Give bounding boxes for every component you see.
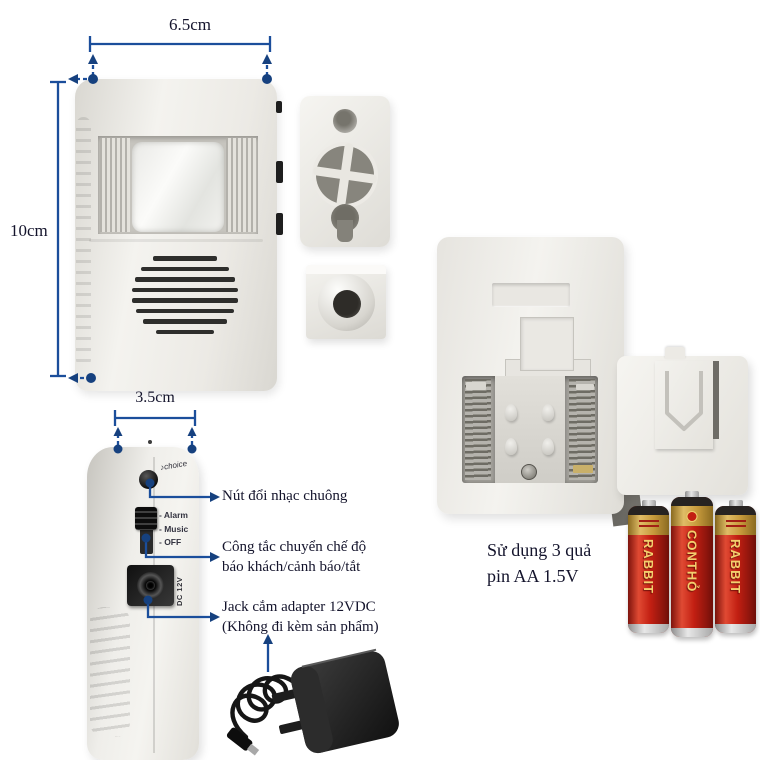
callout-mode-line2: báo khách/cảnh báo/tắt xyxy=(222,558,361,575)
top-hole xyxy=(148,440,152,444)
back-label-recess xyxy=(492,283,570,307)
dc-12v-label: DC 12V xyxy=(175,576,184,606)
ball-joint-mount xyxy=(306,265,386,339)
front-view-device xyxy=(75,79,283,391)
switch-label-alarm: - Alarm xyxy=(159,510,188,520)
battery-note-line1: Sử dụng 3 quả xyxy=(487,540,592,560)
cover-arrow-plate xyxy=(655,361,713,449)
plate-bump xyxy=(505,438,517,455)
side-button-top xyxy=(276,101,282,113)
cover-arrow-icon xyxy=(665,371,703,431)
dimension-height-front: 10cm xyxy=(10,221,48,240)
callout-ringtone: Nút đổi nhạc chuông xyxy=(222,488,348,504)
battery-contact-tab xyxy=(466,382,486,390)
pir-ribs-left xyxy=(100,138,130,232)
pir-ribs-right xyxy=(226,138,256,232)
compartment-screw xyxy=(521,464,537,480)
adapter-cord xyxy=(230,674,301,740)
jack-ring xyxy=(137,572,164,599)
side-grip-ribs xyxy=(90,607,130,737)
bracket-ball-socket xyxy=(312,142,378,208)
pir-sensor-window xyxy=(98,136,258,234)
pir-lens xyxy=(132,142,224,232)
battery-middle: CONTHỎ xyxy=(671,491,713,637)
battery-brand-text: RABBIT xyxy=(641,539,656,595)
speaker-grille xyxy=(130,256,240,334)
wall-bracket-plate xyxy=(300,96,390,247)
plate-bump xyxy=(542,438,554,455)
battery-contact-gold xyxy=(573,465,593,473)
mode-switch-knob xyxy=(135,507,157,530)
jack-pin-hole xyxy=(146,581,155,590)
battery-note-line2: pin AA 1.5V xyxy=(487,566,579,587)
panel-groove xyxy=(89,239,263,242)
side-view-device: ♪choice - Alarm - Music - OFF DC 12V xyxy=(87,440,199,760)
front-side-ribs xyxy=(76,117,91,367)
switch-label-off: - OFF xyxy=(159,537,182,547)
callout-jack-line2: (Không đi kèm sản phẩm) xyxy=(222,618,379,635)
mode-switch-labels: - Alarm - Music - OFF xyxy=(159,510,188,547)
bracket-screw-hole xyxy=(333,109,357,133)
battery-spring-left xyxy=(465,379,491,480)
switch-label-music: - Music xyxy=(159,523,189,534)
adapter-prong xyxy=(278,720,306,734)
battery-brand-text: CONTHỎ xyxy=(684,530,700,593)
ball-joint-socket-hole xyxy=(333,290,361,318)
battery-right: RABBIT xyxy=(715,500,756,633)
ball-mount-top-edge xyxy=(306,265,386,274)
side-button-bottom xyxy=(276,213,283,235)
adapter-dc-plug xyxy=(226,727,260,756)
battery-cover xyxy=(617,347,748,495)
battery-left: RABBIT xyxy=(628,500,669,633)
callout-jack-line1: Jack cắm adapter 12VDC xyxy=(222,599,376,615)
battery-brand-text: RABBIT xyxy=(728,539,743,595)
callout-mode-switch: Công tắc chuyển chế độ báo khách/cảnh bá… xyxy=(222,538,366,578)
battery-cap xyxy=(641,500,656,508)
battery-cap xyxy=(685,491,699,499)
cover-latch-tab xyxy=(665,347,685,359)
side-button-middle xyxy=(276,161,283,183)
back-view-device xyxy=(437,237,624,514)
adapter-prong xyxy=(271,688,299,703)
battery-compartment xyxy=(462,376,598,483)
bracket-keyhole-slot xyxy=(337,220,353,242)
aa-batteries: RABBIT CONTHỎ RABBIT xyxy=(627,491,758,639)
callout-mode-line1: Công tắc chuyển chế độ xyxy=(222,539,367,555)
battery-contact-tab xyxy=(576,384,594,390)
plate-bump xyxy=(542,404,554,421)
battery-cap xyxy=(728,500,743,508)
battery-contact-right xyxy=(569,379,595,480)
cover-plate-shadow xyxy=(713,361,719,439)
battery-usage-note: Sử dụng 3 quả pin AA 1.5V xyxy=(487,537,591,589)
dimension-width-front: 6.5cm xyxy=(168,15,212,34)
battery-logo-dot xyxy=(686,511,698,522)
mount-channel xyxy=(520,317,574,371)
choice-label: ♪choice xyxy=(159,458,188,473)
callout-dc-jack: Jack cắm adapter 12VDC (Không đi kèm sản… xyxy=(222,598,379,638)
ringtone-choice-button xyxy=(139,470,158,489)
plate-bump xyxy=(505,404,517,421)
adapter-body xyxy=(271,648,399,754)
dc-power-jack xyxy=(127,565,174,606)
power-adapter xyxy=(226,648,399,756)
dimension-width-side: 3.5cm xyxy=(135,389,175,406)
